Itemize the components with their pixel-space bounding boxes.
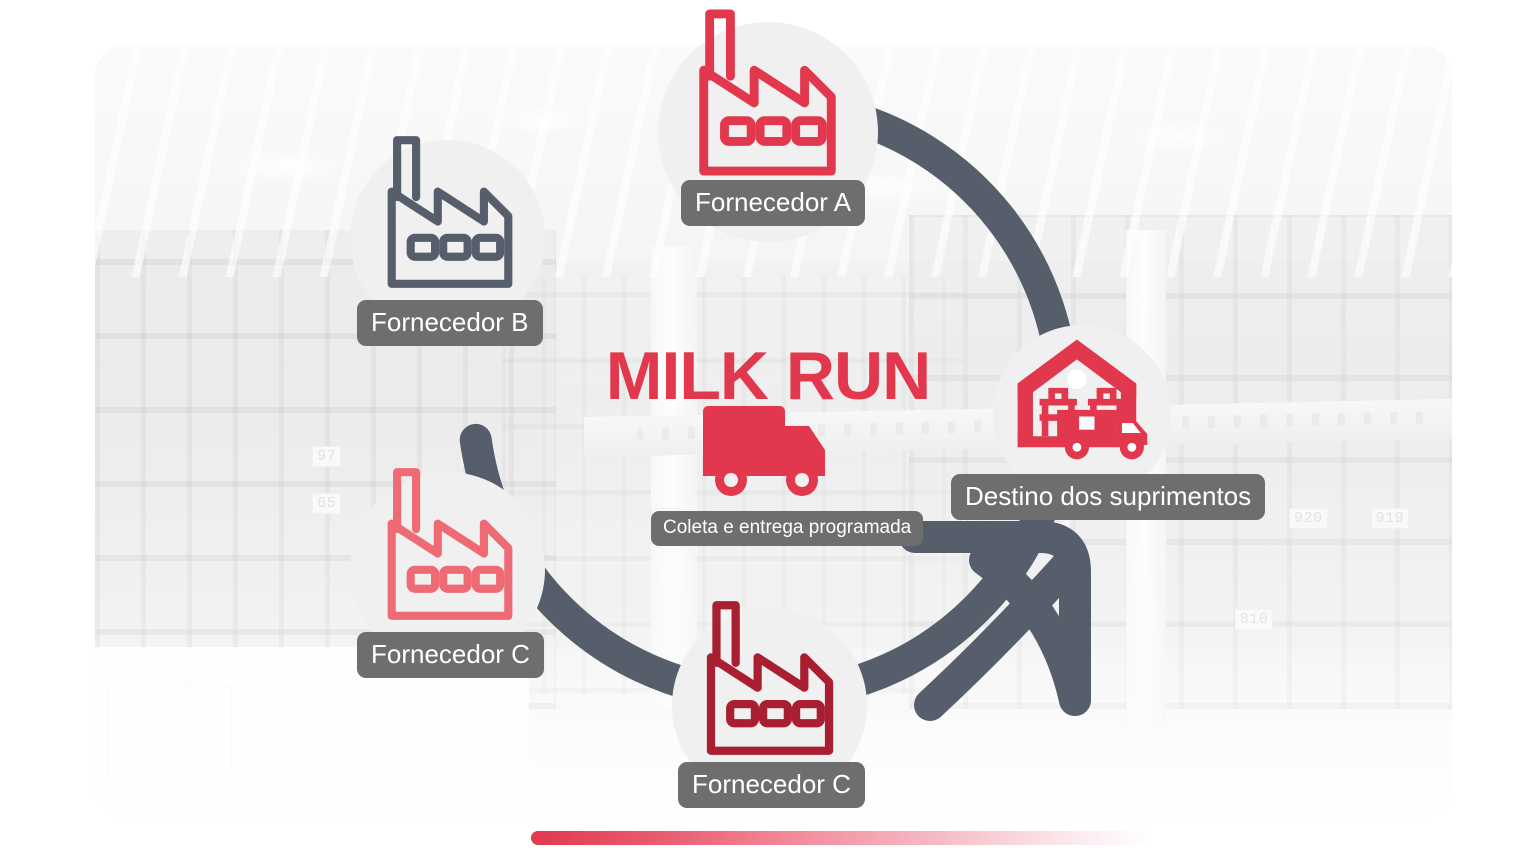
node-label-destino: Destino dos suprimentos: [951, 474, 1266, 520]
factory-icon: [387, 136, 513, 288]
node-label-fornecedor-c-left: Fornecedor C: [357, 632, 544, 678]
factory-icon: [706, 601, 834, 755]
center-caption: Coleta e entrega programada: [651, 511, 924, 546]
delivery-truck-icon: [703, 406, 825, 496]
gradient-accent-bar: [531, 831, 1151, 845]
warehouse-truck-icon: [1017, 339, 1148, 460]
node-label-fornecedor-c-bottom: Fornecedor C: [678, 762, 865, 808]
node-label-fornecedor-a: Fornecedor A: [681, 180, 866, 226]
node-label-fornecedor-b: Fornecedor B: [357, 300, 543, 346]
factory-icon: [387, 468, 513, 620]
factory-icon: [699, 9, 836, 176]
page-title: MILK RUN: [605, 338, 931, 414]
